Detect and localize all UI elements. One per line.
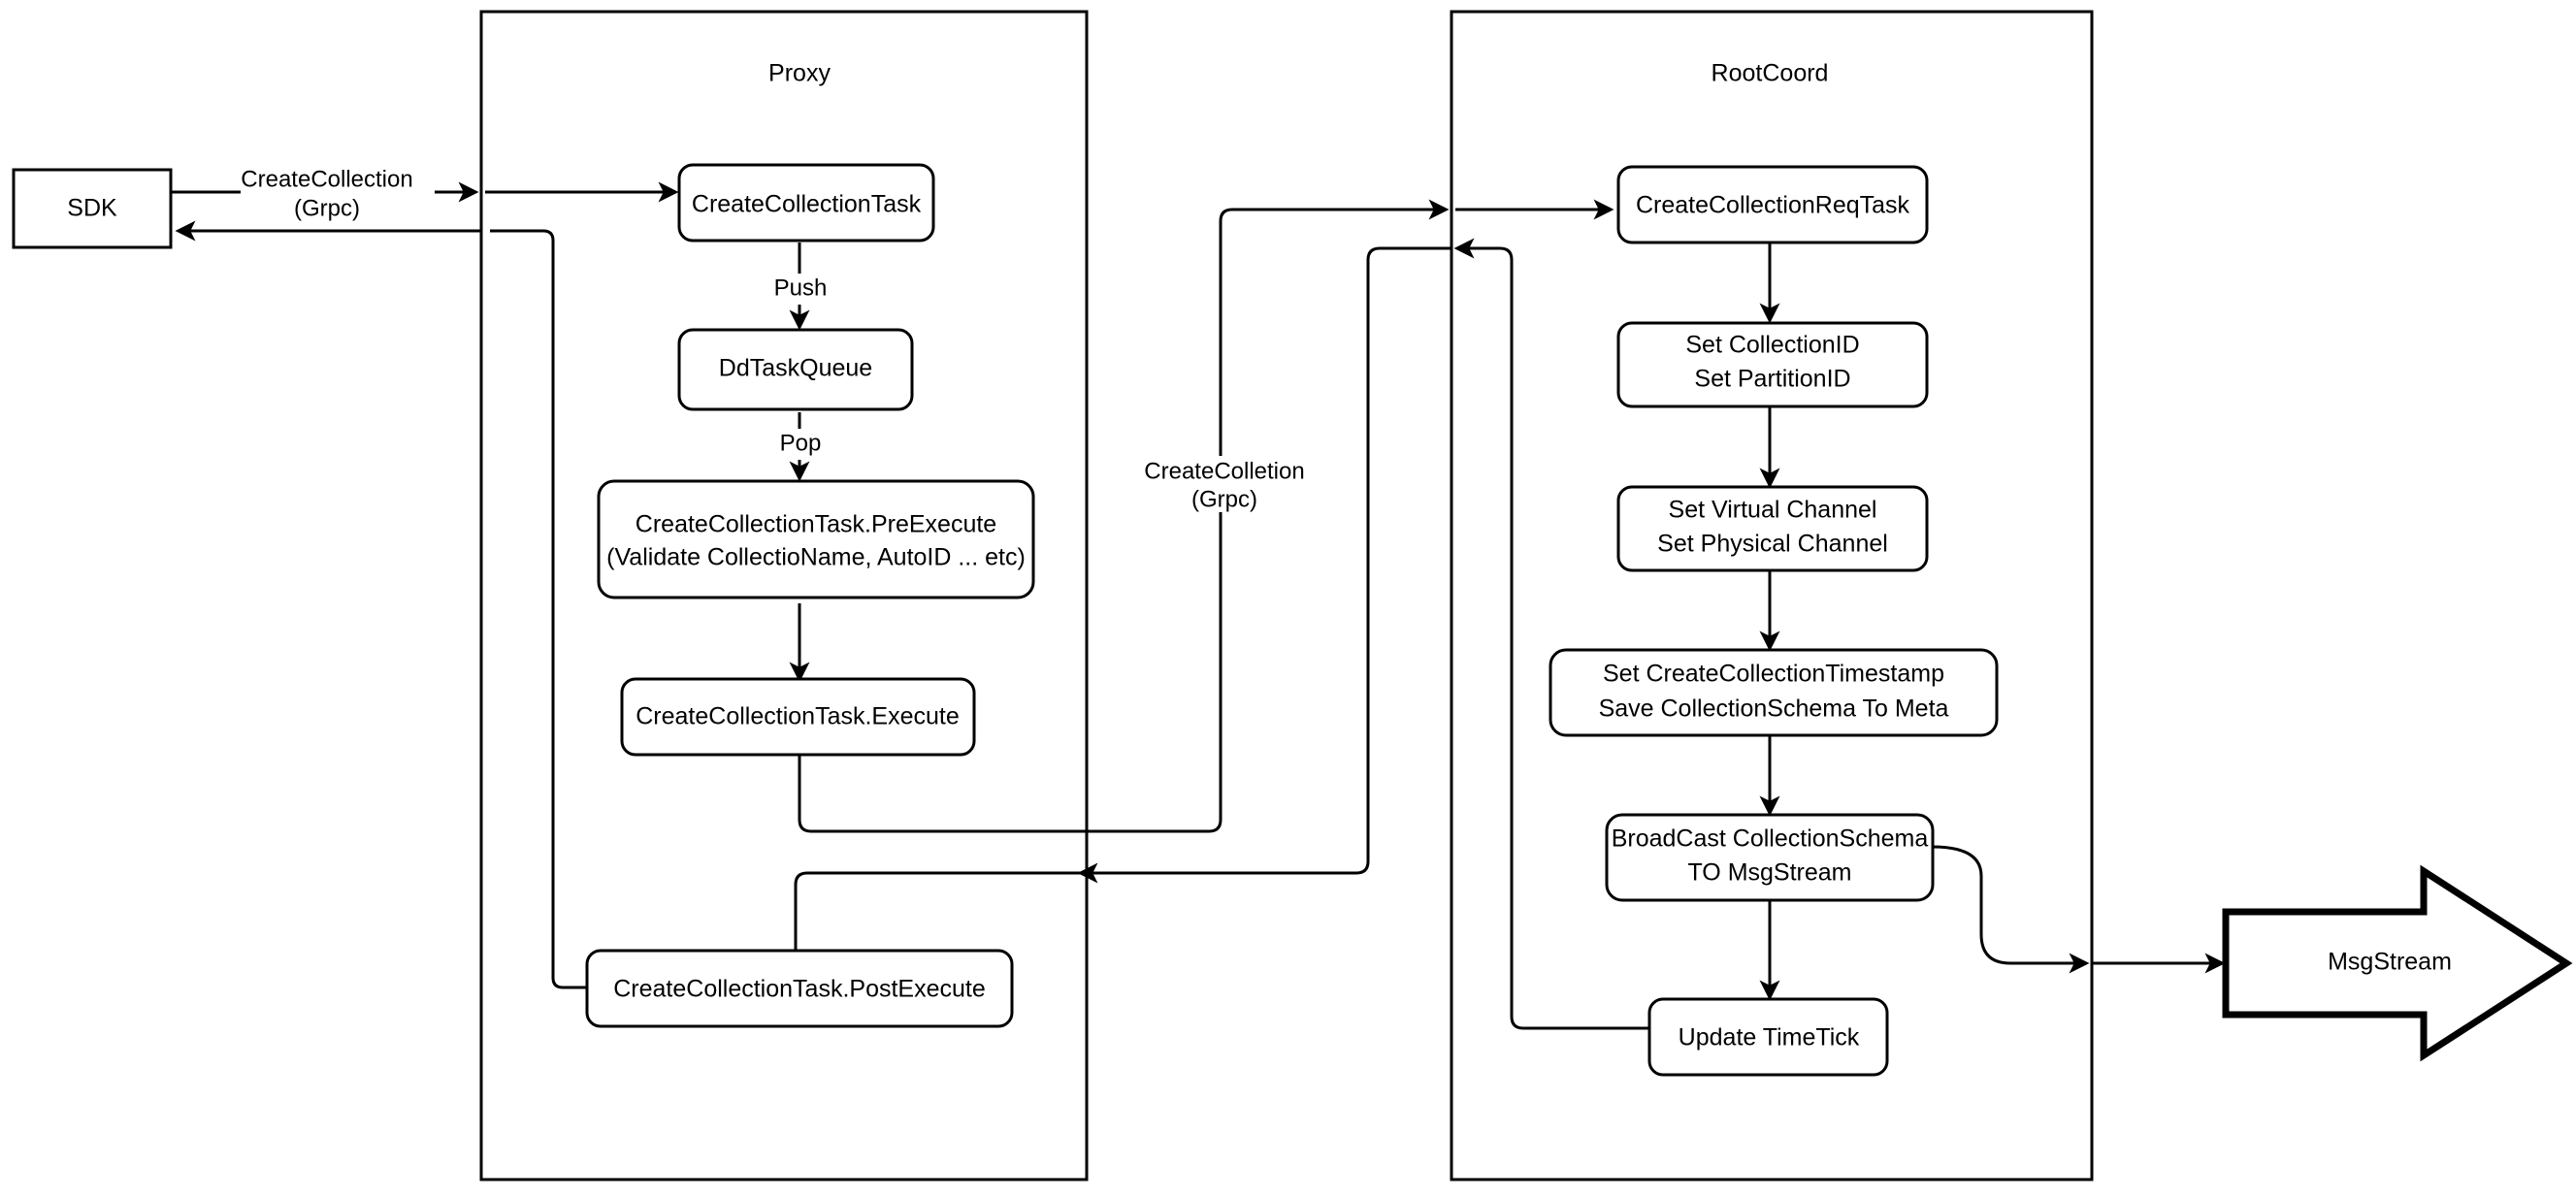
node-dd-task-queue[interactable]: DdTaskQueue <box>677 328 914 411</box>
edge-label-sdk-to-proxy-line2: (Grpc) <box>294 195 360 221</box>
node-sdk[interactable]: SDK <box>12 168 173 249</box>
node-broadcast[interactable]: BroadCast CollectionSchema TO MsgStream <box>1605 813 1935 902</box>
node-post-execute-label: CreateCollectionTask.PostExecute <box>613 976 986 1003</box>
edge-label-proxy-to-rootcoord: CreateColletion (Grpc) <box>1135 456 1320 512</box>
edge-label-push: Push <box>766 274 834 305</box>
node-broadcast-label-line2: TO MsgStream <box>1687 859 1851 887</box>
node-create-collection-task[interactable]: CreateCollectionTask <box>677 163 935 243</box>
node-update-timetick-label: Update TimeTick <box>1679 1024 1860 1051</box>
edge-broadcast-to-msgstream <box>1932 845 2090 974</box>
edge-label-push-text: Push <box>774 275 828 301</box>
node-create-collection-req-task[interactable]: CreateCollectionReqTask <box>1616 165 1929 244</box>
node-execute[interactable]: CreateCollectionTask.Execute <box>620 677 976 757</box>
edge-label-proxy-to-rootcoord-line2: (Grpc) <box>1191 486 1257 512</box>
container-proxy-label: Proxy <box>768 60 831 87</box>
node-set-timestamp[interactable]: Set CreateCollectionTimestamp Save Colle… <box>1549 648 1999 737</box>
node-msgstream[interactable]: MsgStream <box>2222 864 2573 1062</box>
node-msgstream-label: MsgStream <box>2328 949 2452 976</box>
node-set-channels-label-line1: Set Virtual Channel <box>1669 497 1877 524</box>
node-create-collection-task-label: CreateCollectionTask <box>692 191 922 218</box>
node-set-ids-label-line1: Set CollectionID <box>1685 332 1859 359</box>
node-set-timestamp-label-line1: Set CreateCollectionTimestamp <box>1603 661 1944 688</box>
edge-timetick-to-boundary <box>1453 238 1649 1030</box>
edge-label-pop-text: Pop <box>780 430 822 456</box>
node-post-execute[interactable]: CreateCollectionTask.PostExecute <box>585 949 1014 1028</box>
node-set-timestamp-label-line2: Save CollectionSchema To Meta <box>1599 696 1949 723</box>
node-pre-execute-label-line1: CreateCollectionTask.PreExecute <box>636 511 996 538</box>
edge-label-sdk-to-proxy: CreateCollection (Grpc) <box>241 165 435 221</box>
edge-label-proxy-to-rootcoord-line1: CreateColletion <box>1144 458 1304 484</box>
edge-postexecute-to-return <box>490 229 587 989</box>
node-update-timetick[interactable]: Update TimeTick <box>1647 997 1889 1077</box>
edge-execute-to-rootcoord <box>798 199 1450 833</box>
edge-label-pop: Pop <box>771 429 830 460</box>
node-set-channels[interactable]: Set Virtual Channel Set Physical Channel <box>1616 485 1929 572</box>
container-rootcoord-label: RootCoord <box>1712 60 1829 87</box>
node-pre-execute[interactable]: CreateCollectionTask.PreExecute (Validat… <box>597 479 1035 599</box>
edge-return-to-postexecute <box>785 871 1096 974</box>
node-set-ids[interactable]: Set CollectionID Set PartitionID <box>1616 321 1929 408</box>
node-sdk-label: SDK <box>67 195 117 222</box>
node-set-channels-label-line2: Set Physical Channel <box>1657 531 1888 558</box>
node-execute-label: CreateCollectionTask.Execute <box>636 703 960 730</box>
edge-label-sdk-to-proxy-line1: CreateCollection <box>241 166 412 192</box>
node-broadcast-label-line1: BroadCast CollectionSchema <box>1612 825 1929 853</box>
node-dd-task-queue-label: DdTaskQueue <box>719 355 872 382</box>
node-create-collection-req-task-label: CreateCollectionReqTask <box>1636 192 1910 219</box>
node-pre-execute-label-line2: (Validate CollectioName, AutoID ... etc) <box>606 544 1026 571</box>
node-set-ids-label-line2: Set PartitionID <box>1694 366 1850 393</box>
edge-rootcoord-return-mid <box>1096 246 1451 875</box>
